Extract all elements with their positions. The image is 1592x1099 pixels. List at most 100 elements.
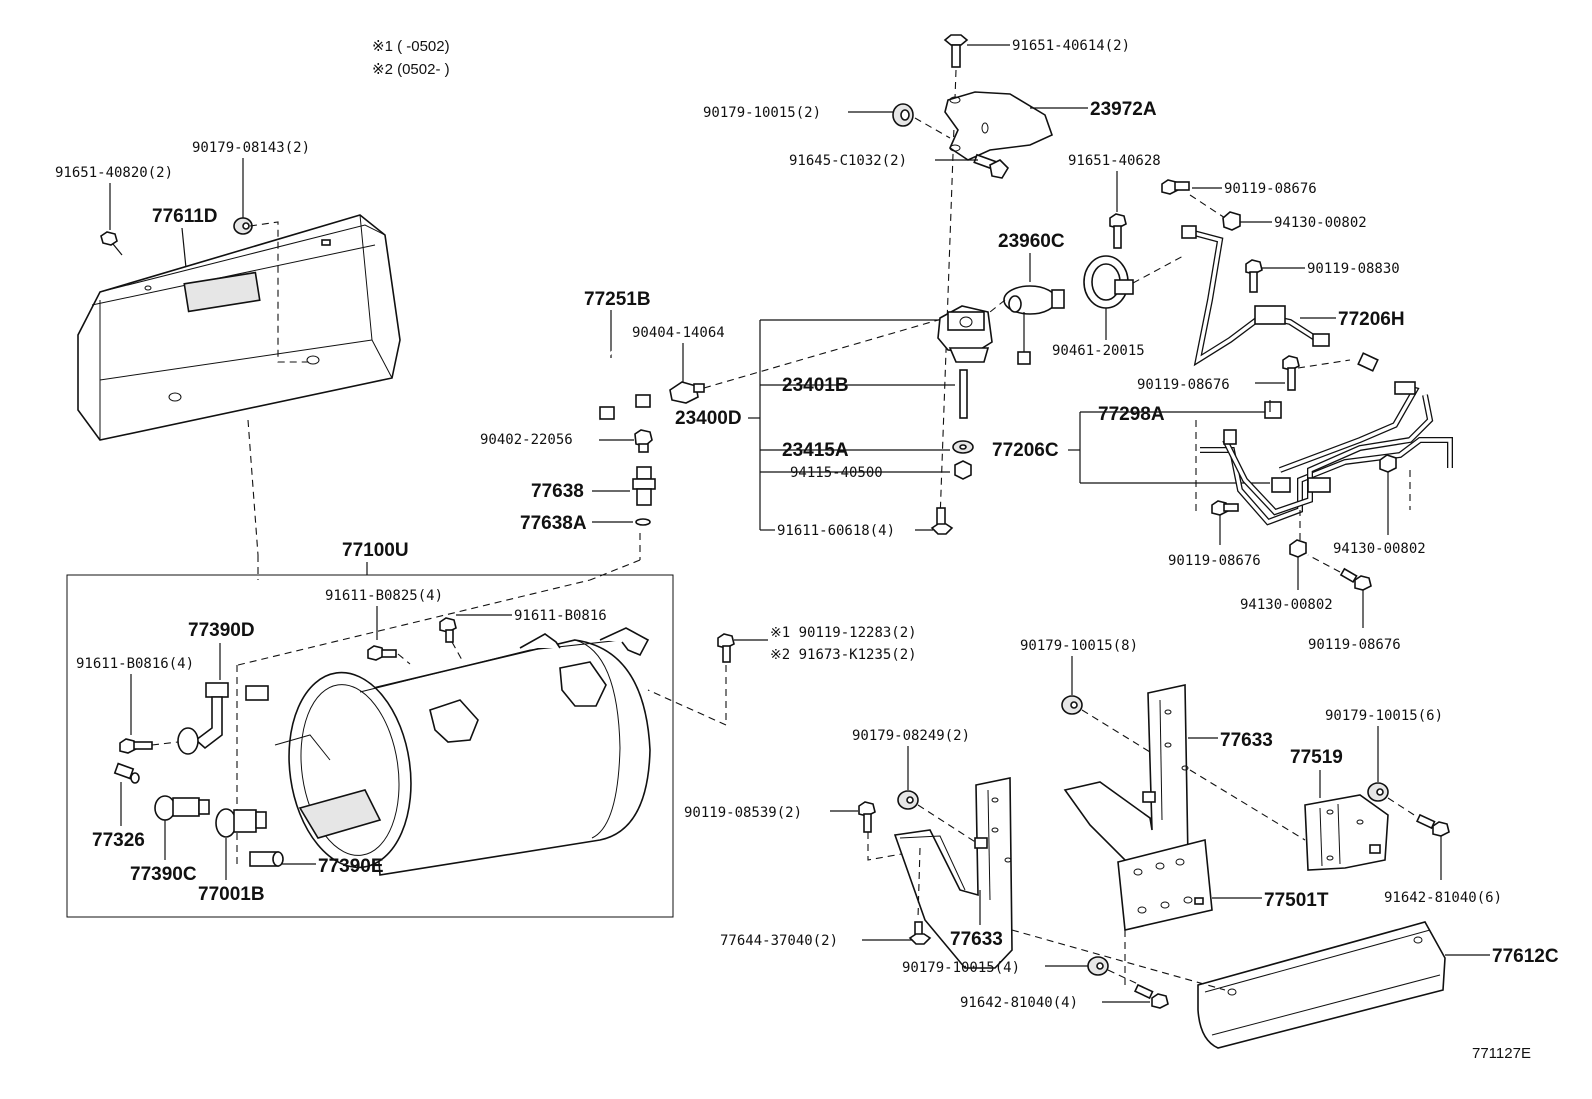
pipe-77251B[interactable] — [549, 350, 651, 422]
label-77519: 77519 — [1290, 747, 1343, 768]
label-23972A: 23972A — [1090, 99, 1157, 120]
nut-90179-10015-top[interactable] — [892, 103, 914, 127]
label-91673-K1235: ※2 91673-K1235(2) — [770, 647, 917, 663]
tank-77100U[interactable] — [274, 627, 651, 876]
nut-90179-08249[interactable] — [897, 790, 919, 810]
valve-77001B[interactable] — [215, 808, 267, 838]
label-91645-C1032: 91645-C1032(2) — [789, 153, 907, 169]
bracket-77519[interactable] — [1304, 794, 1389, 871]
clamp-90461-20015[interactable] — [1083, 255, 1134, 309]
valve-77638[interactable] — [632, 466, 656, 506]
note-1: ※1 ( -0502) — [372, 38, 450, 55]
bolt-91651-40614[interactable] — [943, 34, 969, 68]
bolt-90119-08676-low[interactable] — [1211, 500, 1239, 516]
label-90461-20015: 90461-20015 — [1052, 343, 1145, 359]
bolt-91642-81040-6[interactable] — [1415, 813, 1450, 837]
bolt-91645-C1032[interactable] — [973, 153, 1010, 179]
label-91611-B0816-b: 91611-B0816(4) — [76, 656, 194, 672]
nut-90179-10015-8[interactable] — [1061, 695, 1083, 715]
bolt-91611-B0816-top[interactable] — [439, 617, 457, 643]
label-90402-22056: 90402-22056 — [480, 432, 573, 448]
label-77390C: 77390C — [130, 864, 197, 885]
bolt-90119-12283[interactable] — [717, 633, 735, 663]
bolt-91611-B0825[interactable] — [367, 645, 397, 661]
cover-77612C[interactable] — [1197, 921, 1446, 1049]
bolt-90119-08830[interactable] — [1245, 259, 1263, 293]
label-90119-12283: ※1 90119-12283(2) — [770, 625, 917, 641]
bolt-90119-08676-br[interactable] — [1339, 567, 1372, 591]
bolt-91651-40628[interactable] — [1109, 213, 1127, 249]
label-90119-08676-b: 90119-08676 — [1137, 377, 1230, 393]
bolt-91651-40820[interactable] — [100, 231, 123, 256]
label-77001B: 77001B — [198, 884, 265, 905]
plate-77501T[interactable] — [1117, 838, 1213, 931]
label-77638A: 77638A — [520, 513, 587, 534]
label-94130-00802-c: 94130-00802 — [1240, 597, 1333, 613]
label-77644-37040: 77644-37040(2) — [720, 933, 838, 949]
label-91611-B0816-a: 91611-B0816 — [514, 608, 607, 624]
label-90119-08676-a: 90119-08676 — [1224, 181, 1317, 197]
label-91611-60618: 91611-60618(4) — [777, 523, 895, 539]
label-77390E: 77390E — [318, 856, 384, 877]
nut-94130-00802-top[interactable] — [1222, 211, 1241, 231]
grommet-90179-08143[interactable] — [233, 217, 253, 235]
bolt-91611-60618[interactable] — [930, 507, 954, 535]
nut-90179-10015-4[interactable] — [1087, 956, 1109, 976]
label-90179-10015-4: 90179-10015(4) — [902, 960, 1020, 976]
o-ring-77638A[interactable] — [635, 518, 651, 526]
label-77633-b: 77633 — [950, 929, 1003, 950]
nut-94115-40500[interactable] — [954, 460, 972, 480]
bracket-77633-right[interactable] — [1063, 684, 1189, 881]
plug-90402-22056[interactable] — [634, 429, 653, 453]
clip-77644-37040[interactable] — [908, 921, 932, 945]
label-91642-81040-4: 91642-81040(4) — [960, 995, 1078, 1011]
bolt-90119-08539[interactable] — [858, 801, 876, 833]
pipe-23401B[interactable] — [959, 369, 968, 419]
label-91651-40628: 91651-40628 — [1068, 153, 1161, 169]
bracket-77633-left[interactable] — [893, 777, 1013, 969]
label-77501T: 77501T — [1264, 890, 1329, 911]
pipe-assy-77206C[interactable] — [1200, 352, 1453, 526]
label-90404-14064: 90404-14064 — [632, 325, 725, 341]
union-90404-14064[interactable] — [669, 381, 705, 404]
tank-assembly-box — [66, 574, 674, 918]
label-90179-10015-8: 90179-10015(8) — [1020, 638, 1138, 654]
label-90179-08143: 90179-08143(2) — [192, 140, 310, 156]
nut-94130-00802-low[interactable] — [1289, 539, 1307, 558]
nut-90179-10015-6[interactable] — [1367, 782, 1389, 802]
label-90119-08539: 90119-08539(2) — [684, 805, 802, 821]
pipe-77206H[interactable] — [1181, 225, 1330, 367]
label-77633-a: 77633 — [1220, 730, 1273, 751]
label-91651-40614: 91651-40614(2) — [1012, 38, 1130, 54]
label-77638: 77638 — [531, 481, 584, 502]
fitting-77390E[interactable] — [249, 851, 284, 867]
bolt-91642-81040-4[interactable] — [1133, 983, 1169, 1009]
regulator-23400D[interactable] — [937, 305, 993, 363]
switch-23960C[interactable] — [1003, 285, 1065, 365]
bolt-90119-08676-top[interactable] — [1161, 179, 1190, 195]
label-23415A: 23415A — [782, 440, 849, 461]
bracket-23972A[interactable] — [944, 91, 1053, 161]
diagram-code: 771127E — [1472, 1045, 1531, 1062]
label-23960C: 23960C — [998, 231, 1065, 252]
label-94130-00802-b: 94130-00802 — [1333, 541, 1426, 557]
label-90119-08676-d: 90119-08676 — [1308, 637, 1401, 653]
label-91651-40820: 91651-40820(2) — [55, 165, 173, 181]
panel-77611D[interactable] — [77, 214, 401, 441]
fitting-77326[interactable] — [113, 762, 140, 784]
label-77298A: 77298A — [1098, 404, 1165, 425]
bolt-90119-08676-mid[interactable] — [1282, 355, 1300, 391]
label-77206C: 77206C — [992, 440, 1059, 461]
nut-94130-00802-right[interactable] — [1379, 454, 1397, 473]
label-94115-40500: 94115-40500 — [790, 465, 883, 481]
valve-77390C[interactable] — [154, 795, 210, 821]
bolt-91611-B0816-left[interactable] — [119, 738, 153, 754]
valve-77390D[interactable] — [177, 682, 269, 755]
label-77612C: 77612C — [1492, 946, 1559, 967]
label-77390D: 77390D — [188, 620, 255, 641]
label-90179-08249: 90179-08249(2) — [852, 728, 970, 744]
label-77251B: 77251B — [584, 289, 651, 310]
label-90119-08830: 90119-08830 — [1307, 261, 1400, 277]
